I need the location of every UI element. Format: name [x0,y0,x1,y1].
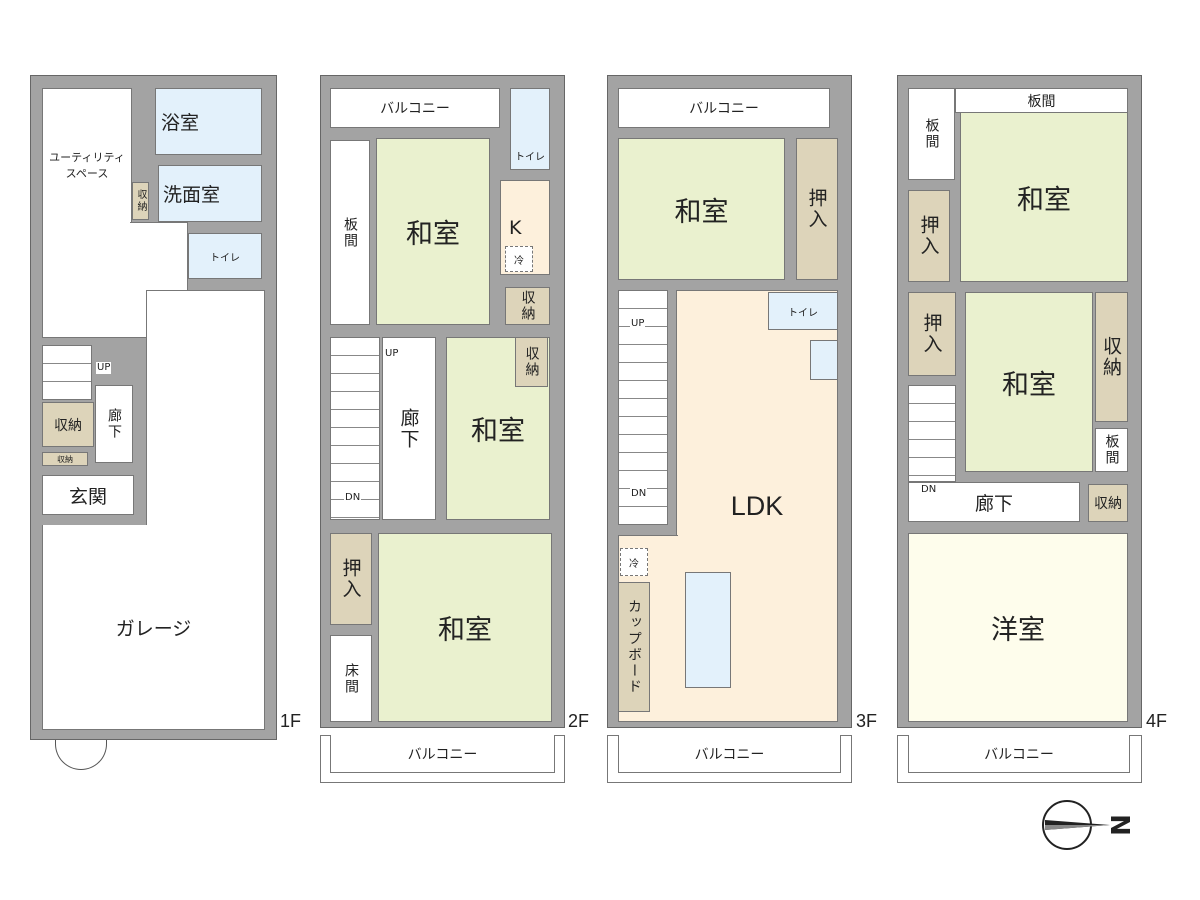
fridge: 冷 [505,246,533,272]
washitsu-1: 和室 [960,112,1128,282]
storage-2: 収納 [515,337,548,387]
floor-label-3f: 3F [856,711,878,731]
sink [810,340,838,380]
garage-upper [146,290,265,530]
tokonoma: 床間 [330,635,372,722]
up-label: UP [630,318,646,330]
balcony-top: バルコニー [618,88,830,128]
dn-label: DN [344,492,362,504]
wood-floor-top: 板間 [955,88,1128,113]
north-label: N [1103,814,1134,836]
floor-label-4f: 4F [1146,711,1168,731]
dn-label: DN [920,484,938,496]
hallway: 廊下 [382,337,436,520]
balcony-bottom: バルコニー [618,735,841,773]
bathroom: 浴室 [155,88,262,155]
closet-2: 押入 [908,292,956,376]
washitsu: 和室 [618,138,785,280]
up-label: UP [384,348,400,360]
closet-1: 押入 [908,190,950,282]
washitsu-2: 和室 [965,292,1093,472]
staircase [42,345,92,400]
utility-space: ユーティリティ スペース [42,88,132,338]
wood-floor: 板間 [330,140,370,325]
wood-floor-right: 板間 [1095,428,1128,472]
storage-1: 収納 [505,287,550,325]
closet: 押入 [796,138,838,280]
storage-1: 収納 [1095,292,1128,422]
wood-floor-left: 板間 [908,88,955,180]
storage-2: 収納 [1088,484,1128,522]
washitsu-3: 和室 [378,533,552,722]
toilet: トイレ [768,292,838,330]
staircase [330,337,380,520]
toilet: トイレ [188,233,262,279]
garage-door[interactable] [55,740,107,770]
floor-label-2f: 2F [568,711,590,731]
up-label: UP [96,362,112,374]
balcony-top: バルコニー [330,88,500,128]
closet: 押入 [330,533,372,625]
fridge: 冷 [620,548,648,576]
storage-tiny: 収納 [42,452,88,466]
balcony-bottom: バルコニー [330,735,555,773]
storage-small: 収納 [132,182,149,220]
cupboard: カップボード [618,582,650,712]
staircase [908,385,956,482]
washitsu-1: 和室 [376,138,490,325]
garage: ガレージ [42,525,265,730]
entrance: 玄関 [42,475,134,515]
washroom: 洗面室 [158,165,262,222]
dn-label: DN [630,488,648,500]
hallway: 廊下 [95,385,133,463]
storage: 収納 [42,402,94,447]
western-room: 洋室 [908,533,1128,722]
balcony-bottom: バルコニー [908,735,1130,773]
compass-icon [1042,800,1110,850]
floor-label-1f: 1F [280,711,302,731]
toilet: トイレ [510,88,550,170]
kitchen-island [685,572,731,688]
